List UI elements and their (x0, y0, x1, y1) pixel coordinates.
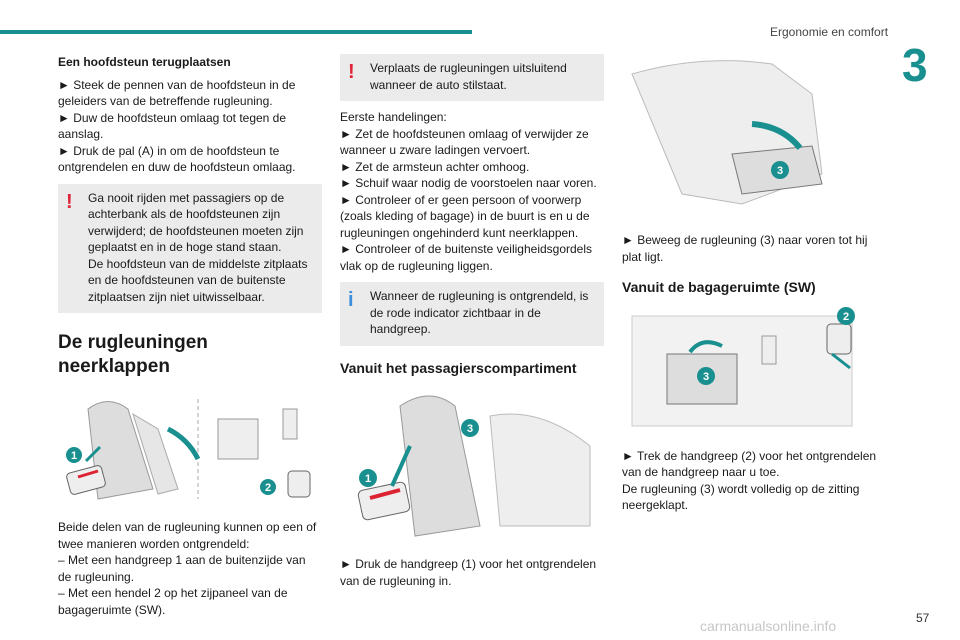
column-middle: ! Verplaats de rugleuningen uitsluitend … (340, 54, 604, 589)
column-left: Een hoofdsteun terugplaatsen ► Steek de … (58, 54, 322, 618)
callout-marker (359, 469, 377, 487)
callout-marker (260, 479, 276, 495)
callout-label: 3 (467, 423, 473, 435)
step-item: ► Zet de hoofdsteunen omlaag of verwijde… (340, 126, 589, 158)
fold-option: – Met een handgreep 1 aan de buitenzijde… (58, 553, 306, 584)
first-steps-intro: Eerste handelingen: (340, 110, 447, 124)
step-item: ► Controleer of er geen persoon of voorw… (340, 192, 590, 240)
callout-label: 1 (71, 450, 77, 462)
callout-label: 2 (843, 311, 849, 323)
page-number: 57 (916, 611, 930, 625)
heading-fold-seats: De rugleuningen neerklappen (58, 332, 208, 377)
seat-release-illustration: 1 2 (66, 399, 311, 500)
step-item: ► Steek de pennen van de hoofdsteun in d… (58, 77, 296, 109)
figure-cabin-release: 3 1 (340, 386, 604, 546)
info-text: Wanneer de rugleuning is ontgrendeld, is… (370, 289, 589, 336)
cabin-release-illustration: 3 1 (357, 395, 591, 537)
seat-forward-illustration: 3 (631, 60, 823, 205)
step-item: ► Zet de armsteun achter omhoog. (340, 159, 530, 174)
warning-icon: ! (66, 190, 73, 213)
figure-seat-release: 1 2 (58, 389, 322, 509)
warning-text: De hoofdsteun van de middelste zitplaats… (88, 256, 308, 304)
fold-option: – Met een hendel 2 op het zijpaneel van … (58, 586, 288, 617)
info-box: i Wanneer de rugleuning is ontgrendeld, … (340, 282, 604, 346)
heading-from-boot: Vanuit de bagageruimte (SW) (622, 279, 816, 295)
callout-marker (771, 161, 789, 179)
callout-label: 2 (265, 482, 271, 494)
warning-text: Verplaats de rugleuningen uitsluitend wa… (370, 61, 567, 92)
figure-caption: De rugleuning (3) wordt volledig op de z… (622, 481, 860, 513)
chapter-number: 3 (902, 39, 928, 91)
figure-caption: ► Druk de handgreep (1) voor het ontgren… (340, 557, 597, 588)
warning-box: ! Ga nooit rijden met passagiers op de a… (58, 183, 322, 313)
callout-marker (461, 419, 479, 437)
heading-headrest-refit: Een hoofdsteun terugplaatsen (58, 55, 231, 69)
step-item: ► Controleer of de buitenste veiligheids… (340, 242, 593, 273)
boot-release-illustration: 2 3 (631, 306, 855, 426)
callout-marker (837, 306, 855, 325)
header-accent-bar (0, 30, 472, 34)
figure-boot-release: 2 3 (622, 306, 886, 438)
column-right: 3 ► Beweeg de rugleuning (3) naar voren … (622, 54, 886, 514)
heading-from-cabin: Vanuit het passagierscompartiment (340, 359, 577, 376)
callout-marker (697, 366, 715, 385)
section-title: Ergonomie en comfort (770, 25, 889, 39)
figure-seat-forward: 3 (622, 54, 886, 222)
warning-icon: ! (348, 61, 355, 83)
step-item: ► Schuif waar nodig de voorstoelen naar … (340, 176, 597, 190)
info-icon: i (348, 289, 354, 311)
figure-caption: ► Beweeg de rugleuning (3) naar voren to… (622, 233, 868, 264)
fold-intro: Beide delen van de rugleuning kunnen op … (58, 520, 317, 551)
step-item: ► Druk de pal (A) in om de hoofdsteun te… (58, 143, 296, 175)
figure-caption: ► Trek de handgreep (2) voor het ontgren… (622, 448, 877, 480)
callout-label: 3 (777, 165, 783, 177)
step-item: ► Duw de hoofdsteun omlaag tot tegen de … (58, 110, 287, 142)
warning-box: ! Verplaats de rugleuningen uitsluitend … (340, 54, 604, 101)
callout-label: 3 (703, 371, 709, 383)
warning-text: Ga nooit rijden met passagiers op de ach… (88, 190, 304, 255)
callout-label: 1 (365, 473, 371, 485)
callout-marker (66, 447, 82, 463)
watermark: carmanualsonline.info (700, 618, 837, 634)
